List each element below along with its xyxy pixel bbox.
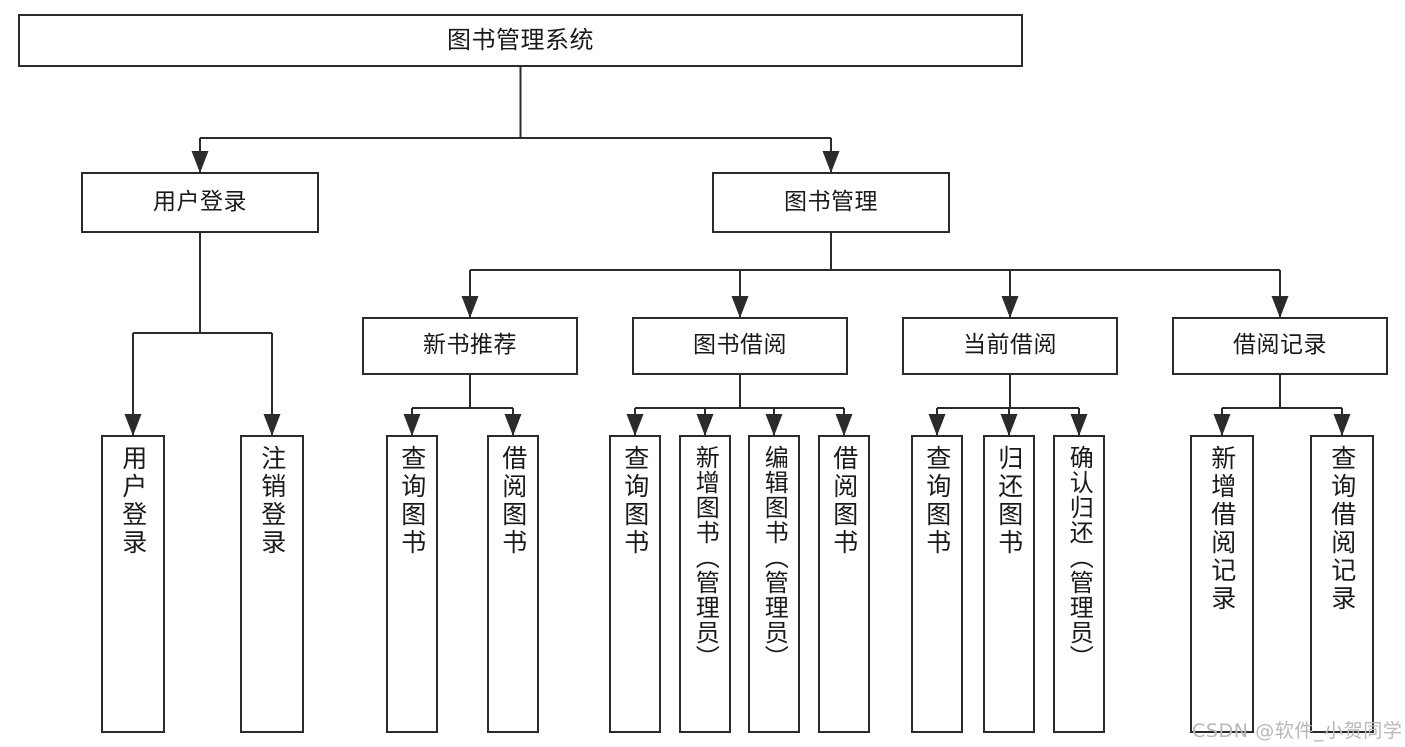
node-root[interactable]: 图书管理系统	[18, 14, 1023, 67]
node-label: 当前借阅	[963, 332, 1057, 359]
node-l1_1[interactable]: 图书管理	[712, 172, 950, 233]
node-leaf_10[interactable]: 确认归还（管理员）	[1053, 435, 1105, 733]
node-label: 确认归还（管理员）	[1065, 445, 1094, 670]
node-label: 借阅图书	[498, 445, 528, 557]
node-label: 借阅图书	[829, 445, 859, 557]
node-label: 查询图书	[620, 445, 650, 557]
node-label: 编辑图书（管理员）	[760, 445, 789, 670]
arrowhead-icon	[1333, 414, 1351, 436]
node-label: 新增借阅记录	[1207, 445, 1237, 613]
node-label: 查询图书	[397, 445, 427, 557]
node-label: 用户登录	[118, 445, 148, 557]
arrowhead-icon	[696, 414, 714, 436]
node-leaf_12[interactable]: 查询借阅记录	[1310, 435, 1374, 733]
node-l2_1[interactable]: 图书借阅	[632, 317, 848, 375]
node-label: 归还图书	[994, 445, 1024, 557]
arrowhead-icon	[403, 414, 421, 436]
node-leaf_11[interactable]: 新增借阅记录	[1190, 435, 1254, 733]
arrowhead-icon	[504, 414, 522, 436]
arrowhead-icon	[822, 151, 840, 173]
arrowhead-icon	[1001, 296, 1019, 318]
csdn-watermark: CSDN @软件_小贺同学	[1192, 720, 1403, 742]
node-l2_2[interactable]: 当前借阅	[902, 317, 1118, 375]
node-label: 查询图书	[922, 445, 952, 557]
arrowhead-icon	[461, 296, 479, 318]
arrowhead-icon	[1070, 414, 1088, 436]
arrowhead-icon	[263, 414, 281, 436]
node-label: 用户登录	[153, 188, 247, 215]
node-label: 注销登录	[257, 445, 287, 557]
node-leaf_9[interactable]: 归还图书	[983, 435, 1035, 733]
node-label: 查询借阅记录	[1327, 445, 1357, 613]
arrowhead-icon	[765, 414, 783, 436]
arrowhead-icon	[191, 151, 209, 173]
node-label: 图书管理系统	[447, 26, 594, 55]
node-l1_0[interactable]: 用户登录	[81, 172, 319, 233]
node-label: 图书借阅	[693, 332, 787, 359]
node-leaf_5[interactable]: 新增图书（管理员）	[679, 435, 731, 733]
arrowhead-icon	[1000, 414, 1018, 436]
node-leaf_2[interactable]: 查询图书	[386, 435, 438, 733]
node-leaf_1[interactable]: 注销登录	[240, 435, 304, 733]
node-leaf_6[interactable]: 编辑图书（管理员）	[748, 435, 800, 733]
node-label: 图书管理	[784, 188, 878, 215]
node-leaf_3[interactable]: 借阅图书	[487, 435, 539, 733]
arrowhead-icon	[1271, 296, 1289, 318]
arrowhead-icon	[731, 296, 749, 318]
arrowhead-icon	[124, 414, 142, 436]
node-leaf_4[interactable]: 查询图书	[609, 435, 661, 733]
arrowhead-icon	[1213, 414, 1231, 436]
node-label: 新增图书（管理员）	[691, 445, 720, 670]
arrowhead-icon	[835, 414, 853, 436]
node-leaf_7[interactable]: 借阅图书	[818, 435, 870, 733]
arrowhead-icon	[626, 414, 644, 436]
node-l2_0[interactable]: 新书推荐	[362, 317, 578, 375]
node-label: 新书推荐	[423, 332, 517, 359]
node-label: 借阅记录	[1233, 332, 1327, 359]
node-leaf_0[interactable]: 用户登录	[101, 435, 165, 733]
node-l2_3[interactable]: 借阅记录	[1172, 317, 1388, 375]
arrowhead-icon	[928, 414, 946, 436]
node-leaf_8[interactable]: 查询图书	[911, 435, 963, 733]
